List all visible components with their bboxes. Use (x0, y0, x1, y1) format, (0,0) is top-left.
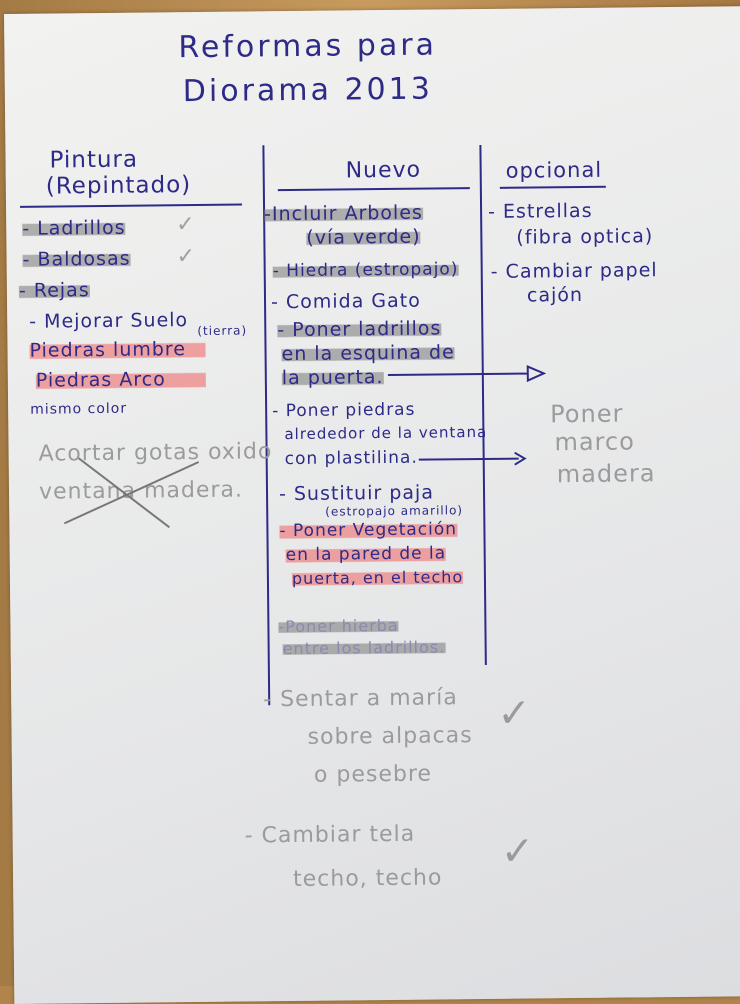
list-item: - Ladrillos (22, 216, 126, 240)
list-item: -Poner hierba (278, 615, 399, 637)
arrow-icon (387, 365, 547, 383)
list-item: puerta, en el techo (291, 567, 464, 589)
pencil-note: Poner (550, 399, 624, 429)
list-item: en la esquina de (281, 341, 455, 366)
list-item: alrededor de la ventana (284, 422, 488, 444)
list-item: -Incluir Arboles (263, 201, 423, 226)
list-item: - Rejas (18, 279, 90, 302)
column-divider-right (479, 145, 487, 666)
note-paper: Reformas para Diorama 2013 Pintura (Repi… (4, 6, 740, 1004)
opcional-header: opcional (505, 157, 603, 183)
list-item: - Comida Gato (270, 289, 421, 314)
cross-out-mark (63, 457, 200, 529)
pencil-note: o pesebre (313, 761, 433, 788)
pencil-note: madera (556, 459, 656, 489)
list-item: la puerta. (281, 366, 384, 390)
list-item: - Hiedra (estropajo) (272, 259, 459, 282)
nuevo-header: Nuevo (345, 157, 422, 184)
list-item: con plastilina. (284, 447, 418, 470)
list-item: - Poner piedras (272, 399, 416, 422)
title-line-2: Diorama 2013 (182, 71, 433, 110)
pintura-subheader: (Repintado) (45, 172, 192, 200)
nuevo-underline (277, 187, 470, 192)
list-item-note: (tierra) (197, 323, 248, 338)
pencil-note: marco (554, 427, 635, 457)
list-item: (vía verde) (306, 225, 421, 249)
list-item: - Estrellas (487, 199, 593, 223)
list-item: (estropajo amarillo) (325, 503, 464, 519)
pintura-header: Pintura (49, 146, 139, 174)
pencil-note: - Sentar a maría (263, 685, 458, 713)
same-color-note: mismo color (30, 400, 128, 418)
list-item: Piedras lumbre (29, 337, 207, 362)
list-item: Piedras Arco (35, 367, 206, 392)
list-item: - Baldosas (22, 247, 131, 271)
pencil-note: sobre alpacas (307, 723, 473, 750)
pencil-note: - Cambiar tela (244, 821, 416, 849)
list-item: - Poner ladrillos (277, 317, 442, 342)
pintura-underline (20, 203, 243, 208)
pencil-note: techo, techo (292, 865, 443, 893)
list-item: - Sustituir paja (278, 481, 435, 506)
list-item: (fibra optica) (516, 225, 654, 249)
check-icon: ✓ (497, 690, 533, 737)
list-item: - Poner Vegetación (279, 519, 458, 542)
list-item: en la pared de la (285, 543, 447, 566)
check-icon: ✓ (176, 244, 197, 270)
list-item: entre los ladrillos. (282, 637, 446, 659)
check-icon: ✓ (500, 828, 536, 875)
arrow-icon (418, 451, 527, 466)
list-item: cajón (526, 283, 584, 307)
list-item: - Cambiar papel (490, 259, 658, 283)
title-line-1: Reformas para (178, 27, 438, 66)
opcional-underline (499, 185, 606, 189)
check-icon: ✓ (176, 212, 196, 238)
column-divider-left (262, 145, 271, 706)
list-item: - Mejorar Suelo (29, 309, 189, 333)
